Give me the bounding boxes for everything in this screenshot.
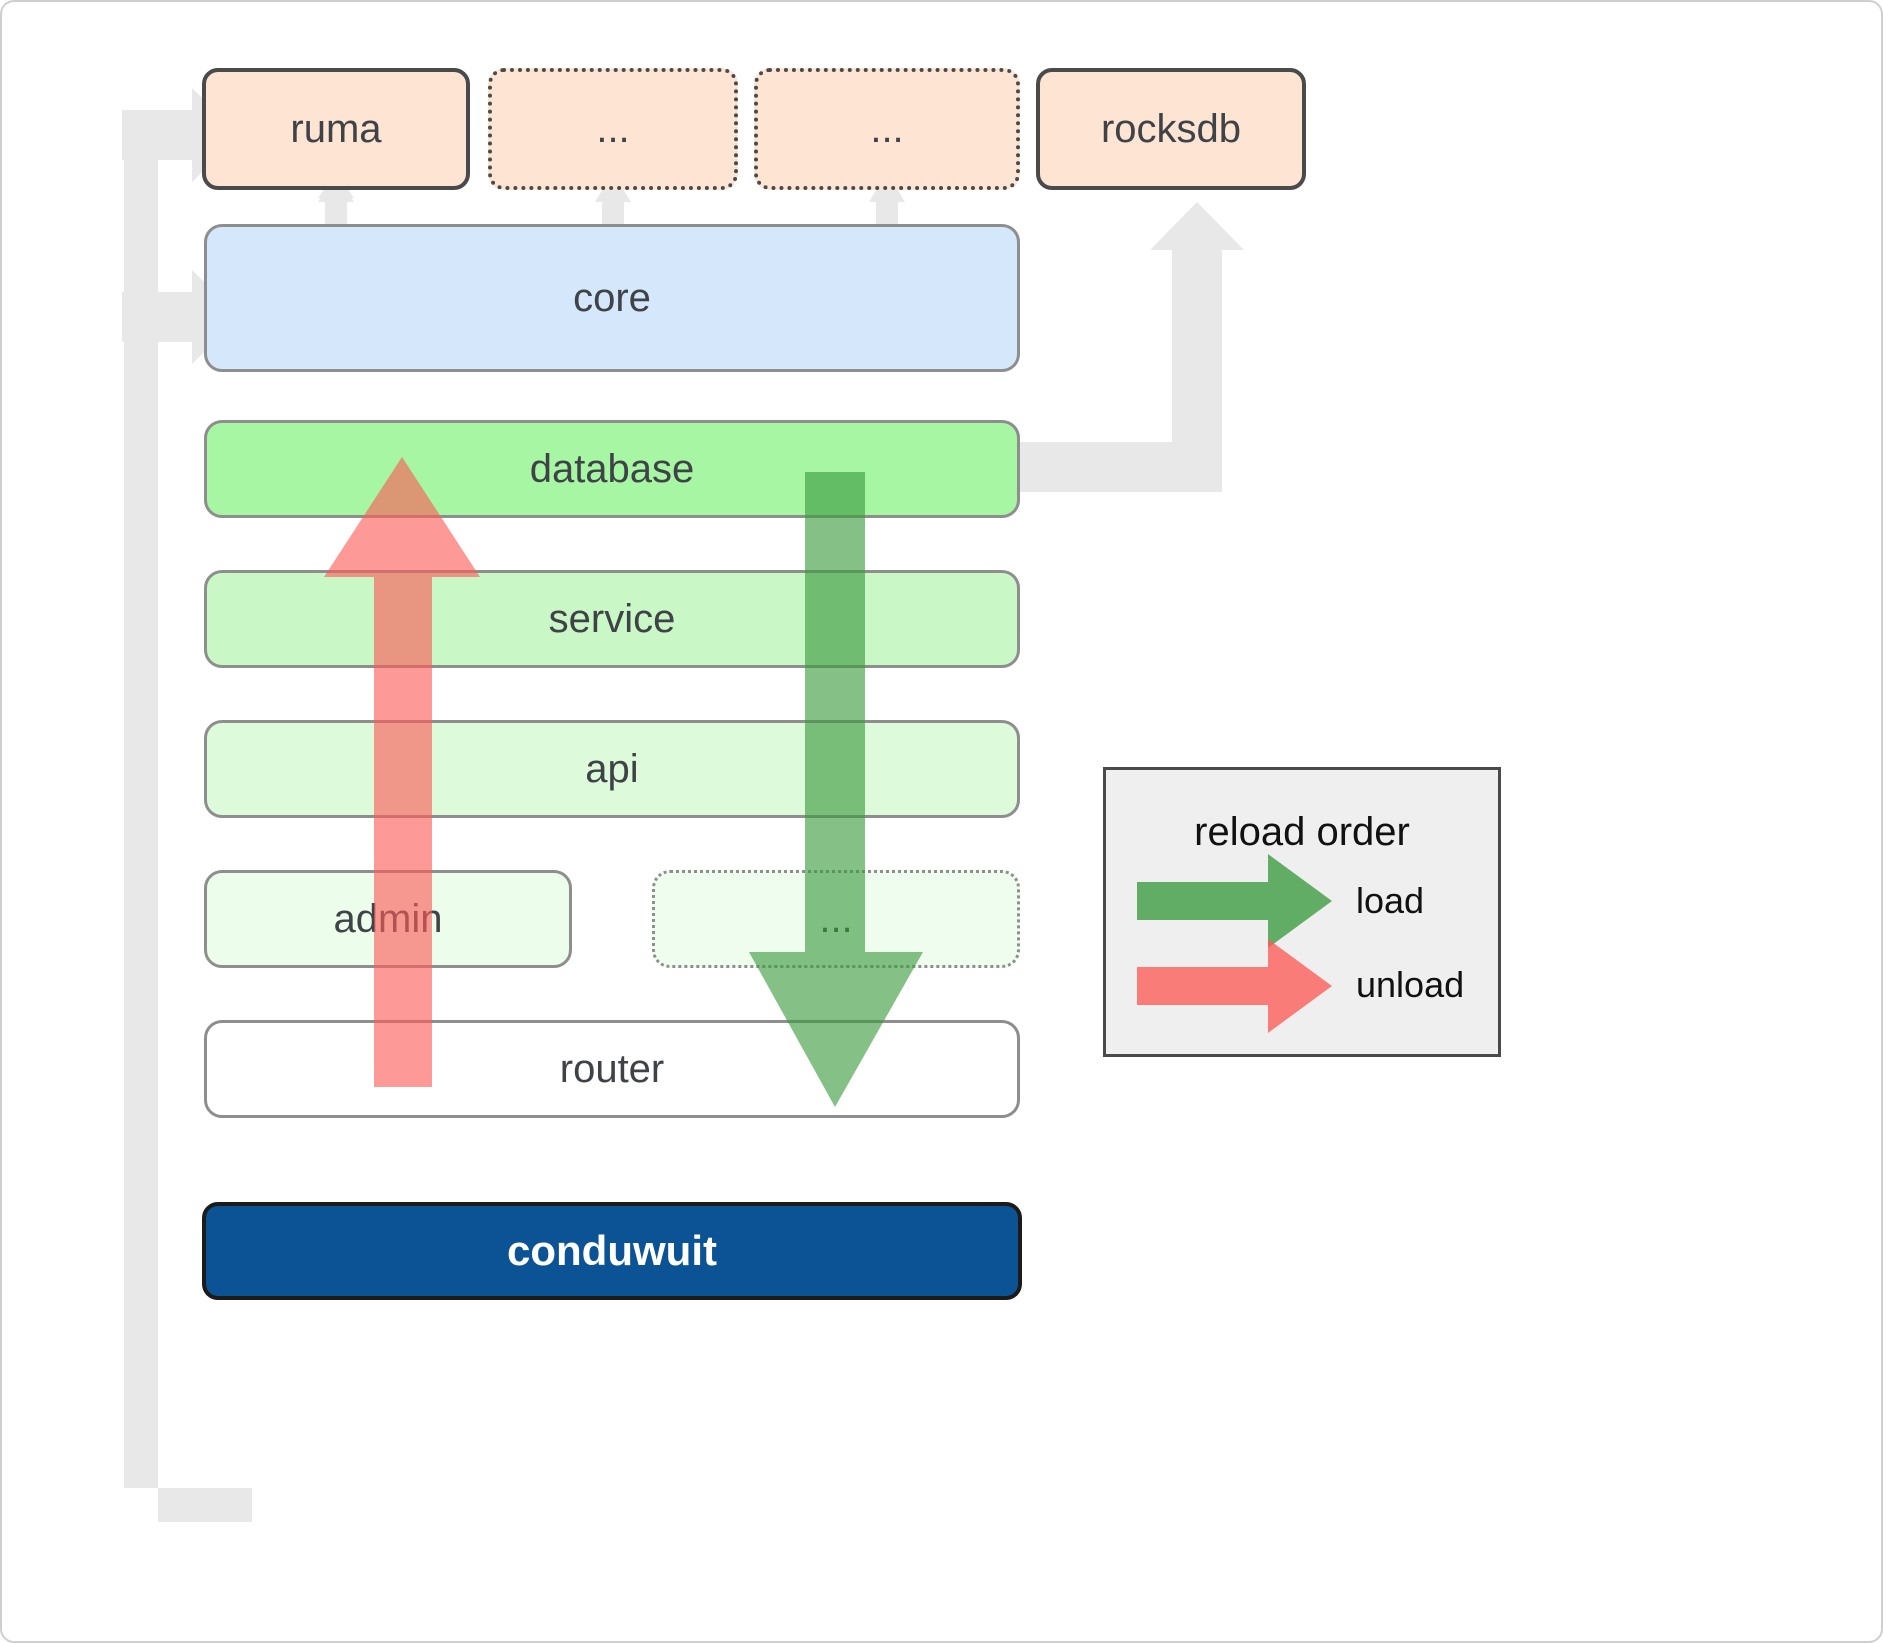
binary-box-conduwuit[interactable]: conduwuit: [202, 1202, 1022, 1300]
crate-box-more-1[interactable]: ...: [488, 68, 738, 190]
crate-label: ...: [870, 106, 904, 151]
legend-label-load: load: [1356, 880, 1425, 921]
crate-box-ruma[interactable]: ruma: [202, 68, 470, 190]
crate-box-rocksdb[interactable]: rocksdb: [1036, 68, 1306, 190]
crate-label: ...: [596, 106, 630, 151]
crate-label: rocksdb: [1100, 106, 1242, 151]
legend-panel: reload order load unload: [1103, 767, 1501, 1057]
layer-label: admin: [333, 896, 443, 941]
crate-box-more-2[interactable]: ...: [754, 68, 1020, 190]
layer-label: router: [559, 1046, 665, 1091]
layer-box-core[interactable]: core: [204, 224, 1020, 372]
binary-label: conduwuit: [507, 1227, 717, 1274]
layer-label: database: [529, 446, 695, 491]
layer-label: core: [573, 275, 651, 320]
layer-box-more[interactable]: ...: [652, 870, 1020, 968]
layer-label: api: [585, 746, 639, 791]
layer-box-api[interactable]: api: [204, 720, 1020, 818]
layer-box-router[interactable]: router: [204, 1020, 1020, 1118]
legend-title: reload order: [1194, 810, 1410, 854]
layer-box-admin[interactable]: admin: [204, 870, 572, 968]
layer-label: service: [548, 596, 676, 641]
layer-box-database[interactable]: database: [204, 420, 1020, 518]
crate-label: ruma: [290, 106, 382, 151]
layer-label: ...: [819, 896, 853, 941]
legend-label-unload: unload: [1356, 964, 1465, 1005]
layer-box-service[interactable]: service: [204, 570, 1020, 668]
